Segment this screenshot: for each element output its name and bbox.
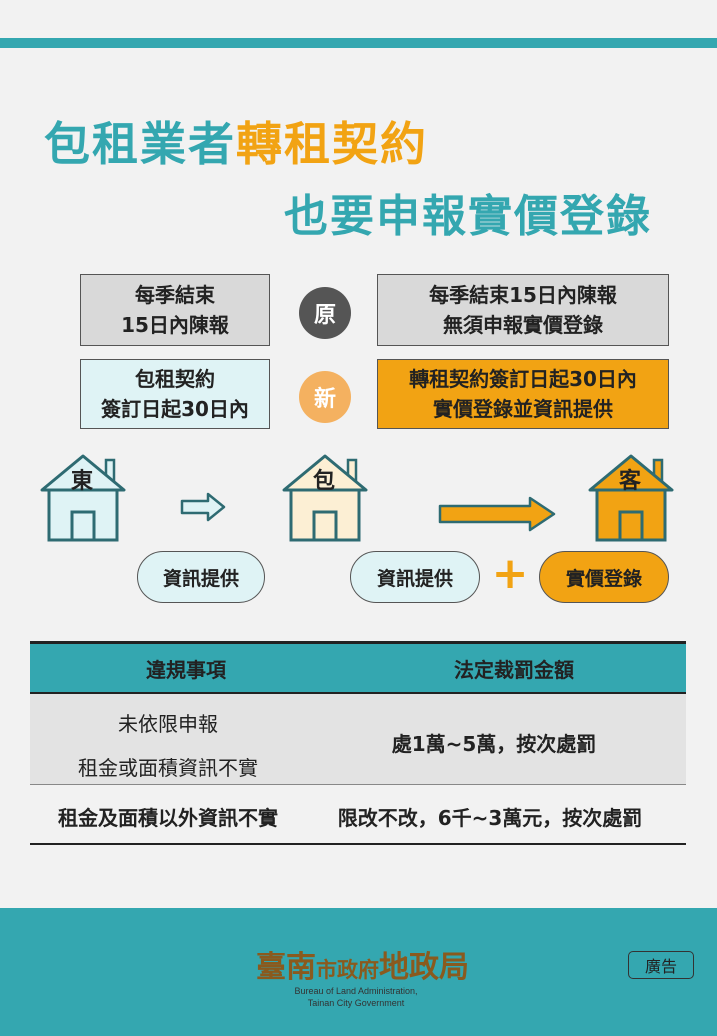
title-highlight: 轉租契約 — [236, 117, 428, 171]
table-header-row — [30, 644, 686, 692]
logo-small: 市政府 — [316, 957, 379, 982]
new-rule-left-box: 包租契約 簽訂日起30日內 — [80, 359, 270, 429]
title-part1: 包租業者 — [44, 117, 236, 171]
plus-icon: + — [491, 547, 529, 599]
info-provision-pill-2: 資訊提供 — [350, 551, 480, 603]
new-left-line1: 包租契約 — [135, 367, 215, 391]
logo-main: 臺南 — [256, 950, 316, 985]
new-right-line2: 實價登錄並資訊提供 — [433, 397, 613, 421]
table-bottom-border — [30, 843, 686, 845]
old-left-line2: 15日內陳報 — [121, 313, 229, 337]
bureau-logo: 臺南市政府地政局 — [256, 942, 469, 986]
landlord-house-icon: 東 — [40, 454, 126, 542]
bureau-name-english: Bureau of Land Administration, Tainan Ci… — [286, 985, 426, 1009]
price-registration-pill: 實價登錄 — [539, 551, 669, 603]
logo-end: 地政局 — [379, 950, 469, 985]
header-penalty: 法定裁罰金額 — [454, 657, 574, 682]
row2-penalty: 限改不改，6千~3萬元，按次處罰 — [337, 806, 643, 830]
page-title: 包租業者轉租契約 — [44, 108, 428, 174]
logo-en-line2: Tainan City Government — [307, 998, 405, 1008]
old-badge: 原 — [299, 287, 351, 339]
old-right-line2: 無須申報實價登錄 — [443, 313, 603, 337]
new-badge: 新 — [299, 371, 351, 423]
old-rule-left-box: 每季結束 15日內陳報 — [80, 274, 270, 346]
page-subtitle: 也要申報實價登錄 — [284, 191, 652, 242]
row1-penalty: 處1萬~5萬，按次處罰 — [391, 732, 597, 756]
top-accent-bar — [0, 38, 717, 48]
tenant-house-icon: 客 — [588, 454, 674, 542]
header-violation: 違規事項 — [146, 657, 226, 682]
table-top-border — [30, 641, 686, 644]
tenant-label: 客 — [619, 468, 642, 494]
new-left-line2: 簽訂日起30日內 — [101, 397, 249, 421]
table-row — [30, 694, 686, 784]
row-divider — [30, 784, 686, 785]
small-arrow-icon — [180, 492, 226, 522]
row2-violation: 租金及面積以外資訊不實 — [58, 806, 278, 830]
old-right-line1: 每季結束15日內陳報 — [429, 283, 617, 307]
row1-violation-line1: 未依限申報 — [118, 712, 218, 736]
table-row — [30, 785, 686, 843]
advertisement-badge: 廣告 — [628, 951, 694, 979]
sublessor-house-icon: 包 — [282, 454, 368, 542]
table-header-border — [30, 692, 686, 694]
footer-band — [0, 908, 717, 1036]
info-provision-pill-1: 資訊提供 — [137, 551, 265, 603]
landlord-label: 東 — [71, 469, 93, 494]
row1-violation-line2: 租金或面積資訊不實 — [78, 756, 258, 780]
long-arrow-icon — [438, 496, 556, 532]
sublessor-label: 包 — [313, 468, 335, 494]
old-rule-right-box: 每季結束15日內陳報 無須申報實價登錄 — [377, 274, 669, 346]
new-right-line1: 轉租契約簽訂日起30日內 — [409, 367, 637, 391]
new-rule-right-box: 轉租契約簽訂日起30日內 實價登錄並資訊提供 — [377, 359, 669, 429]
logo-en-line1: Bureau of Land Administration, — [294, 986, 418, 996]
old-left-line1: 每季結束 — [135, 283, 215, 307]
